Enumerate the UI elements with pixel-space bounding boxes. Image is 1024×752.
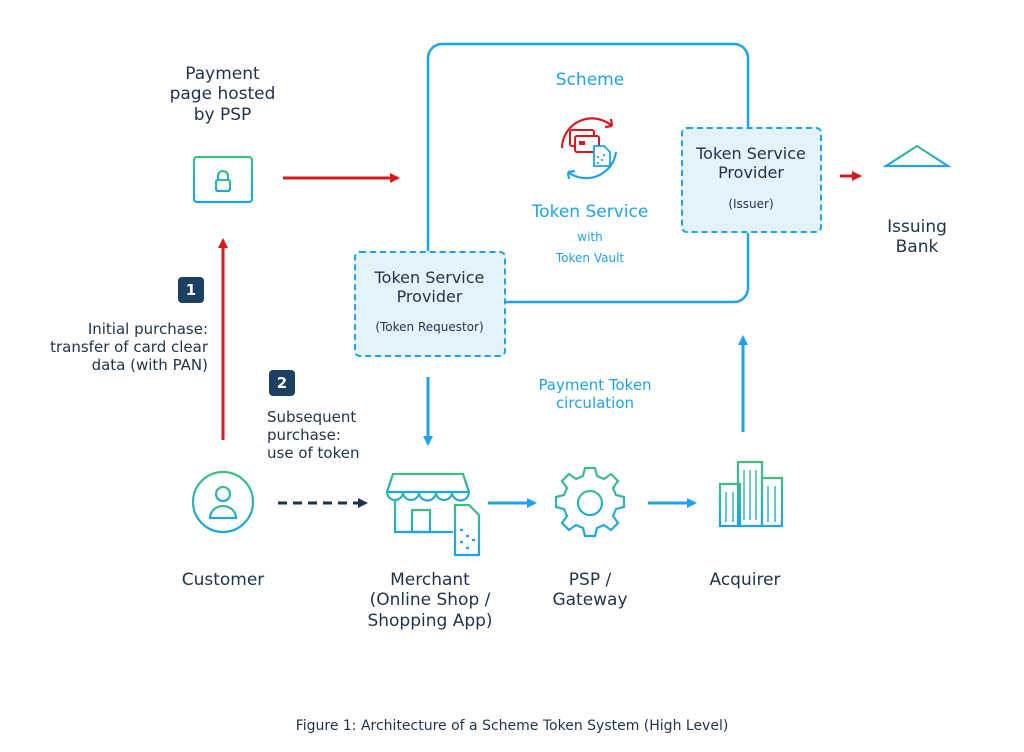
merchant-store-icon bbox=[385, 472, 481, 557]
bank-icon bbox=[880, 144, 954, 208]
tsp-requestor-box bbox=[354, 251, 506, 357]
tsp-issuer-title: Token Service Provider bbox=[696, 144, 806, 183]
merchant-label: Merchant (Online Shop / Shopping App) bbox=[367, 570, 493, 631]
step-2-badge: 2 bbox=[269, 370, 295, 396]
token-vault-label: Token Vault bbox=[555, 251, 625, 265]
tsp-issuer-role: (Issuer) bbox=[728, 197, 774, 211]
token-service-with: with bbox=[577, 230, 603, 244]
scheme-label: Scheme bbox=[555, 70, 625, 90]
step-1-badge: 1 bbox=[178, 277, 204, 303]
acquirer-buildings-icon bbox=[714, 460, 788, 528]
psp-gear-icon bbox=[554, 466, 626, 538]
tsp-requestor-role: (Token Requestor) bbox=[375, 320, 484, 334]
token-service-icon bbox=[560, 117, 618, 180]
psp-label: PSP / Gateway bbox=[552, 570, 628, 611]
customer-label: Customer bbox=[181, 570, 265, 590]
step-2-text: Subsequent purchase: use of token bbox=[267, 408, 360, 462]
step-1-text: Initial purchase: transfer of card clear… bbox=[50, 320, 208, 374]
payment-token-label: Payment Token circulation bbox=[538, 376, 652, 412]
customer-icon bbox=[191, 470, 255, 534]
figure-caption: Figure 1: Architecture of a Scheme Token… bbox=[295, 718, 729, 734]
issuing-bank-label: Issuing Bank bbox=[887, 217, 947, 258]
laptop-lock-icon bbox=[186, 155, 260, 210]
tsp-issuer-box bbox=[681, 127, 822, 233]
tsp-requestor-title: Token Service Provider bbox=[374, 268, 485, 307]
token-service-title: Token Service bbox=[531, 202, 649, 222]
acquirer-label: Acquirer bbox=[709, 570, 781, 590]
payment-page-label: Payment page hosted by PSP bbox=[169, 64, 276, 125]
